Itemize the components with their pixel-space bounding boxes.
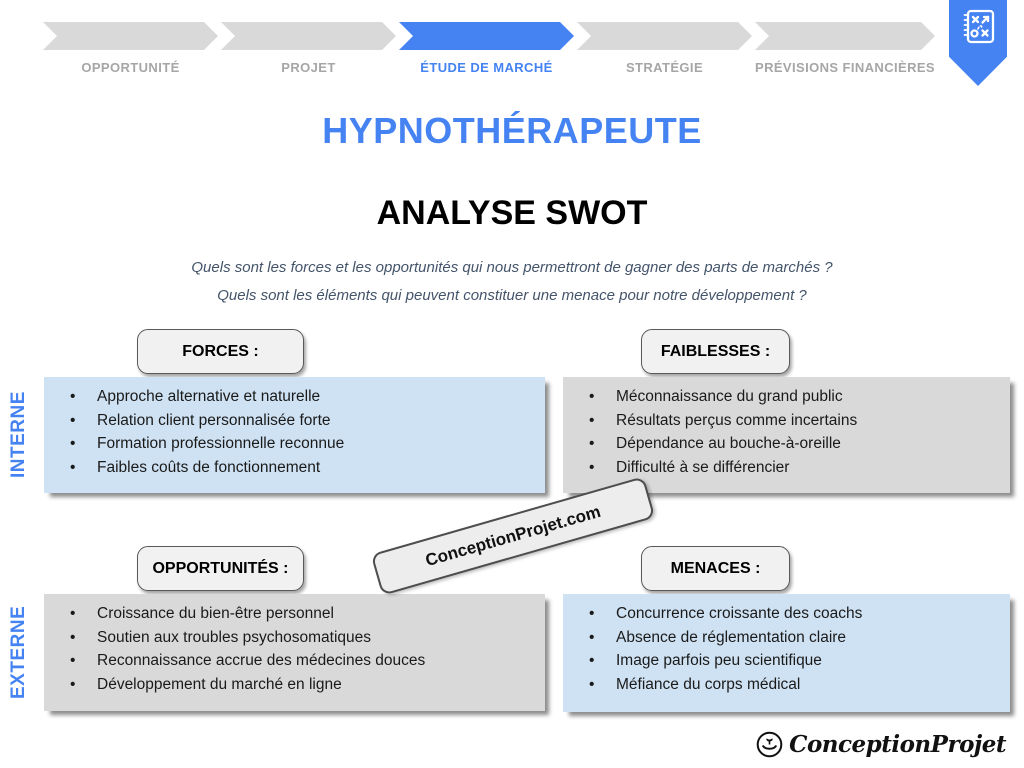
intro-question-2: Quels sont les éléments qui peuvent cons… xyxy=(217,287,807,304)
nav-step-etude-de-marche[interactable]: ÉTUDE DE MARCHÉ xyxy=(399,22,574,75)
watermark-banner: ConceptionProjet.com xyxy=(370,476,656,596)
externe-axis-label: EXTERNE xyxy=(8,605,29,700)
menaces-header: MENACES : xyxy=(641,546,790,591)
opportunites-box: Croissance du bien-être personnel Soutie… xyxy=(44,594,545,711)
swot-item: Image parfois peu scientifique xyxy=(589,649,1004,673)
process-nav: OPPORTUNITÉ PROJET ÉTUDE DE MARCHÉ STRAT… xyxy=(43,22,935,75)
swot-item: Approche alternative et naturelle xyxy=(70,385,539,409)
nav-step-label: PRÉVISIONS FINANCIÈRES xyxy=(755,60,935,75)
swot-item: Méfiance du corps médical xyxy=(589,673,1004,697)
opportunites-header: OPPORTUNITÉS : xyxy=(137,546,304,591)
swot-item: Soutien aux troubles psychosomatiques xyxy=(70,626,539,650)
opportunites-list: Croissance du bien-être personnel Soutie… xyxy=(44,594,545,696)
swot-item: Faibles coûts de fonctionnement xyxy=(70,456,539,480)
chevron-shape xyxy=(43,22,218,50)
swot-item: Concurrence croissante des coachs xyxy=(589,602,1004,626)
swot-item: Reconnaissance accrue des médecines douc… xyxy=(70,649,539,673)
nav-step-opportunite[interactable]: OPPORTUNITÉ xyxy=(43,22,218,75)
nav-step-label: ÉTUDE DE MARCHÉ xyxy=(420,60,553,75)
page-title: HYPNOTHÉRAPEUTE xyxy=(322,110,702,151)
strategy-playbook-icon xyxy=(963,9,995,44)
chevron-shape xyxy=(221,22,396,50)
nav-step-label: STRATÉGIE xyxy=(625,60,704,75)
footer-brand-text: ConceptionProjet xyxy=(789,730,1006,758)
nav-step-strategie[interactable]: STRATÉGIE xyxy=(577,22,752,75)
menaces-box: Concurrence croissante des coachs Absenc… xyxy=(563,594,1010,712)
nav-step-label: OPPORTUNITÉ xyxy=(81,60,180,75)
chevron-shape xyxy=(399,22,574,50)
swot-item: Formation professionnelle reconnue xyxy=(70,432,539,456)
faiblesses-header: FAIBLESSES : xyxy=(641,329,790,374)
swot-item: Développement du marché en ligne xyxy=(70,673,539,697)
watermark-text: ConceptionProjet.com xyxy=(423,501,603,570)
swot-item: Relation client personnalisée forte xyxy=(70,409,539,433)
forces-box: Approche alternative et naturelle Relati… xyxy=(44,377,545,493)
bookmark-ribbon xyxy=(949,0,1007,86)
interne-axis-label: INTERNE xyxy=(8,391,29,479)
nav-step-label: PROJET xyxy=(281,60,336,75)
forces-header: FORCES : xyxy=(137,329,304,374)
chevron-shape xyxy=(577,22,752,50)
swot-item: Dépendance au bouche-à-oreille xyxy=(589,432,1004,456)
swot-item: Absence de réglementation claire xyxy=(589,626,1004,650)
nav-step-previsions-financieres[interactable]: PRÉVISIONS FINANCIÈRES xyxy=(755,22,935,75)
forces-list: Approche alternative et naturelle Relati… xyxy=(44,377,545,479)
intro-question-1: Quels sont les forces et les opportunité… xyxy=(191,259,833,276)
chevron-shape xyxy=(755,22,935,50)
swot-item: Résultats perçus comme incertains xyxy=(589,409,1004,433)
faiblesses-box: Méconnaissance du grand public Résultats… xyxy=(563,377,1010,493)
section-title: ANALYSE SWOT xyxy=(376,194,648,232)
menaces-list: Concurrence croissante des coachs Absenc… xyxy=(563,594,1010,696)
swot-item: Méconnaissance du grand public xyxy=(589,385,1004,409)
swot-item: Croissance du bien-être personnel xyxy=(70,602,539,626)
nav-step-projet[interactable]: PROJET xyxy=(221,22,396,75)
hand-holding-sprout-icon xyxy=(756,731,783,757)
faiblesses-list: Méconnaissance du grand public Résultats… xyxy=(563,377,1010,479)
swot-item: Difficulté à se différencier xyxy=(589,456,1004,480)
footer-brand-lockup: ConceptionProjet xyxy=(756,727,1006,761)
